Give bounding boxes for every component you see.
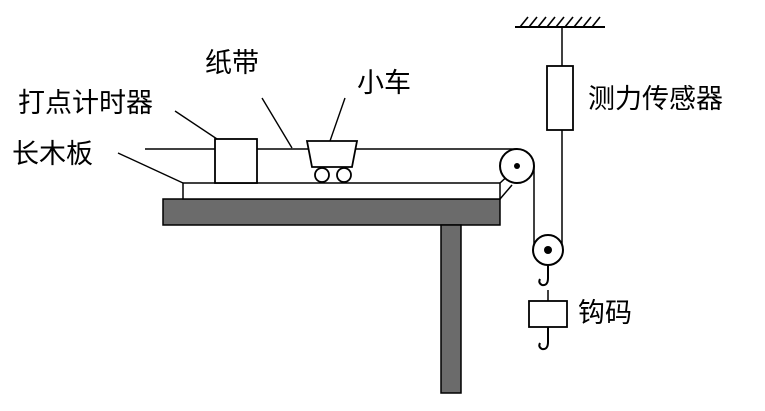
timer-box (214, 138, 258, 184)
pulley-hook-icon (538, 265, 549, 287)
hook-weight (528, 290, 568, 351)
force-sensor-label: 测力传感器 (588, 84, 723, 115)
fixed-pulley (499, 148, 535, 184)
hook-weight-label: 钩码 (578, 298, 632, 329)
paper-tape-label: 纸带 (205, 48, 259, 79)
timer-label: 打点计时器 (18, 88, 153, 119)
movable-pulley (532, 234, 564, 266)
force-sensor (546, 65, 574, 131)
ceiling-support (515, 16, 605, 28)
long-board (182, 171, 513, 200)
table (162, 198, 501, 394)
cart (305, 140, 359, 183)
cart-label: 小车 (357, 68, 411, 99)
leader-lines (117, 97, 346, 184)
rope (533, 27, 563, 250)
board-label: 长木板 (12, 139, 93, 170)
